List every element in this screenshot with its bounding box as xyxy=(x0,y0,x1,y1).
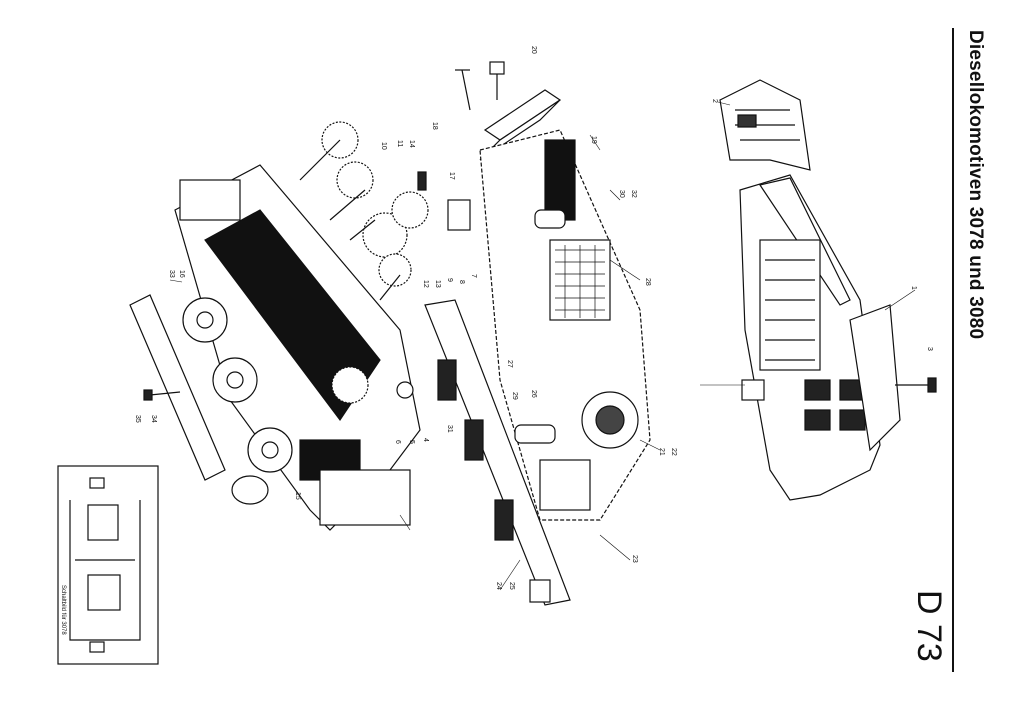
gear-train xyxy=(299,121,471,301)
label-1: 1 xyxy=(910,286,917,290)
part-labels: 1 2 3 4 5 6 7 8 9 10 11 12 13 14 15 16 1… xyxy=(60,46,933,635)
label-14: 14 xyxy=(408,140,415,148)
label-29: 29 xyxy=(511,392,518,400)
label-19: 19 xyxy=(590,136,597,144)
label-11: 11 xyxy=(396,140,403,147)
label-20: 20 xyxy=(530,46,537,54)
label-15: 15 xyxy=(294,492,301,500)
label-34: 34 xyxy=(150,415,157,423)
screw-3 xyxy=(895,377,937,393)
label-30: 30 xyxy=(618,190,625,198)
label-25: 25 xyxy=(508,582,515,590)
label-18: 18 xyxy=(431,122,438,130)
label-8: 8 xyxy=(458,280,465,284)
chassis-center xyxy=(479,129,651,521)
label-2: 2 xyxy=(711,99,718,103)
label-26: 26 xyxy=(530,390,537,398)
frame-bar xyxy=(424,299,571,606)
locomotive-body xyxy=(739,174,901,501)
label-16: 16 xyxy=(178,270,185,278)
label-31: 31 xyxy=(446,425,453,433)
label-12: 12 xyxy=(422,280,429,288)
label-13: 13 xyxy=(434,280,441,288)
label-22: 22 xyxy=(670,448,677,456)
inset-caption: Schaltbild für 3078 xyxy=(60,585,66,635)
label-21: 21 xyxy=(658,448,665,456)
label-23: 23 xyxy=(631,555,638,563)
label-10: 10 xyxy=(380,142,387,150)
label-32: 32 xyxy=(630,190,637,198)
leader-lines xyxy=(169,101,916,591)
label-35: 35 xyxy=(134,415,141,423)
label-17: 17 xyxy=(448,172,455,180)
label-24: 24 xyxy=(495,582,502,590)
label-27: 27 xyxy=(506,360,513,368)
title-rule xyxy=(952,28,954,672)
label-28: 28 xyxy=(644,278,651,286)
wiring-inset xyxy=(57,465,159,665)
label-33: 33 xyxy=(168,270,175,278)
label-5: 5 xyxy=(408,440,415,444)
label-9: 9 xyxy=(446,278,453,282)
label-6: 6 xyxy=(394,440,401,444)
label-7: 7 xyxy=(470,274,477,278)
label-3: 3 xyxy=(926,347,933,351)
wheelset-side-frame xyxy=(129,294,293,505)
cab-detail xyxy=(719,79,811,171)
label-4: 4 xyxy=(422,438,429,442)
lower-chassis xyxy=(174,164,421,531)
